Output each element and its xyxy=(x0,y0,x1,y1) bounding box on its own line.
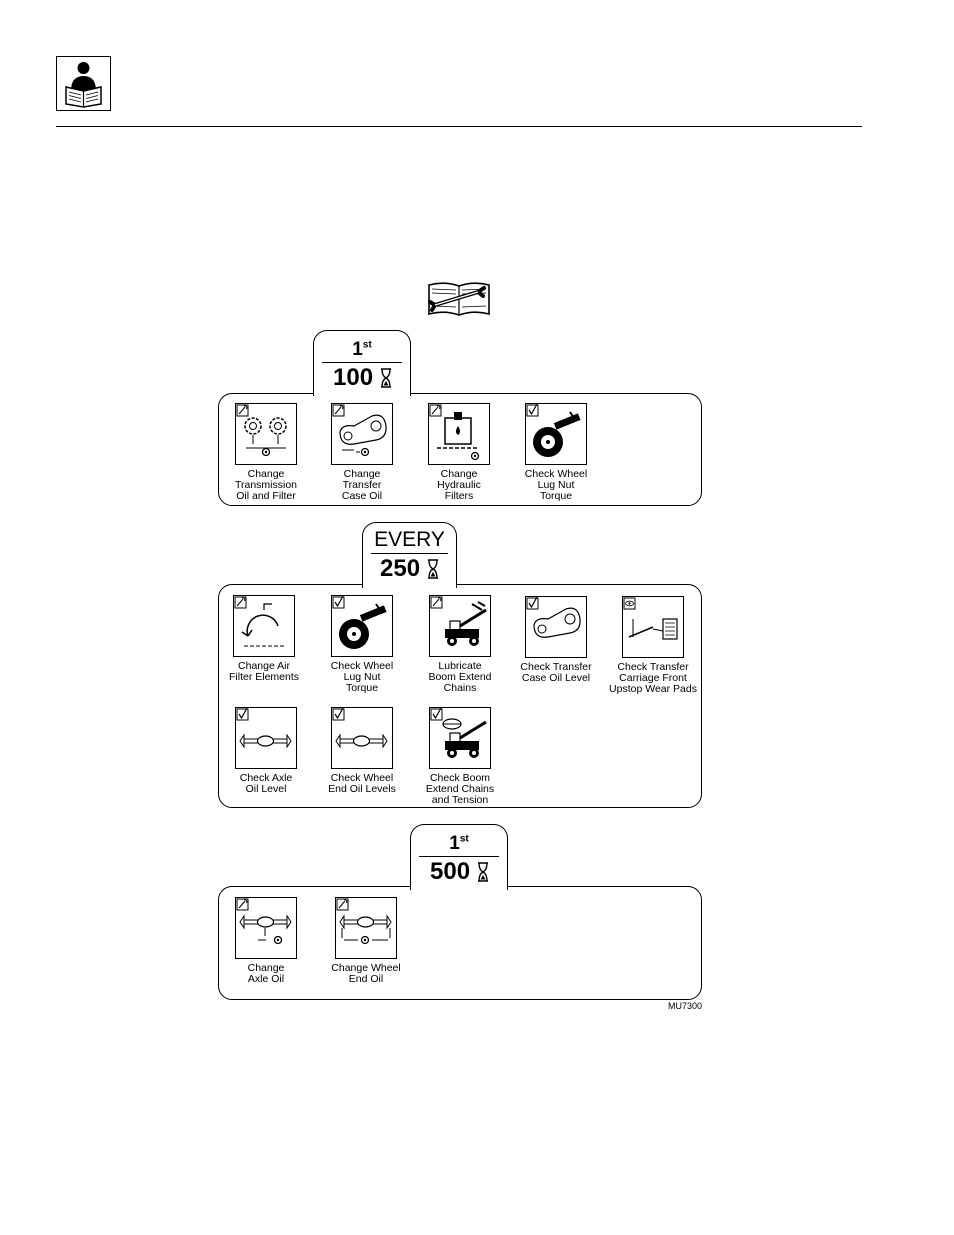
maintenance-item-label: Lubricate Boom Extend Chains xyxy=(428,660,492,694)
maintenance-item-label: Check Wheel Lug Nut Torque xyxy=(524,468,588,502)
service-manual-wrench-icon xyxy=(426,280,492,318)
transfer-case-oil-icon xyxy=(331,403,393,465)
maintenance-item-label: Change Transmission Oil and Filter xyxy=(234,468,298,502)
hourglass-icon xyxy=(381,368,391,388)
boom-chain-tension-icon xyxy=(429,707,491,769)
interval-tab-100: 1st 100 xyxy=(313,330,411,396)
maintenance-item-label: Change Hydraulic Filters xyxy=(437,468,481,502)
maintenance-item-label: Check Wheel Lug Nut Torque xyxy=(330,660,394,694)
maintenance-item-label: Check Transfer Carriage Front Upstop Wea… xyxy=(609,661,697,695)
maintenance-item-label: Check Boom Extend Chains and Tension xyxy=(425,772,495,806)
interval-prefix: EVERY xyxy=(374,528,445,551)
maintenance-item-label: Change Axle Oil xyxy=(247,962,285,985)
maintenance-item-label: Change Wheel End Oil xyxy=(331,962,401,985)
air-filter-icon xyxy=(233,595,295,657)
hourglass-icon xyxy=(428,559,438,579)
maintenance-item-label: Change Transfer Case Oil xyxy=(341,468,383,502)
hourglass-icon xyxy=(478,862,488,882)
axle-oil-change-icon xyxy=(235,897,297,959)
boom-chain-lube-icon xyxy=(429,595,491,657)
transfer-case-level-icon xyxy=(525,596,587,658)
maintenance-item-label: Change Air Filter Elements xyxy=(228,660,300,683)
interval-tab-500: 1st 500 xyxy=(410,824,508,890)
interval-tab-250: EVERY 250 xyxy=(362,522,457,588)
interval-panel-250 xyxy=(218,584,702,808)
header-rule xyxy=(56,126,862,127)
operator-reading-manual-icon xyxy=(56,56,111,111)
figure-code: MU7300 xyxy=(667,1001,702,1011)
transmission-oil-filter-icon xyxy=(235,403,297,465)
carriage-wear-pad-icon xyxy=(622,596,684,658)
wheel-lug-nut-icon xyxy=(331,595,393,657)
wheel-end-oil-icon xyxy=(331,707,393,769)
hydraulic-filter-icon xyxy=(428,403,490,465)
wheel-lug-nut-icon xyxy=(525,403,587,465)
maintenance-item-label: Check Axle Oil Level xyxy=(239,772,293,795)
interval-hours: 100 xyxy=(333,364,374,391)
interval-prefix: 1st xyxy=(352,339,372,360)
maintenance-item-label: Check Transfer Case Oil Level xyxy=(520,661,592,684)
axle-oil-level-icon xyxy=(235,707,297,769)
maintenance-item-label: Check Wheel End Oil Levels xyxy=(328,772,396,795)
wheel-end-oil-change-icon xyxy=(335,897,397,959)
interval-hours: 250 xyxy=(380,555,421,582)
interval-hours: 500 xyxy=(430,858,471,885)
interval-prefix: 1st xyxy=(449,833,469,854)
